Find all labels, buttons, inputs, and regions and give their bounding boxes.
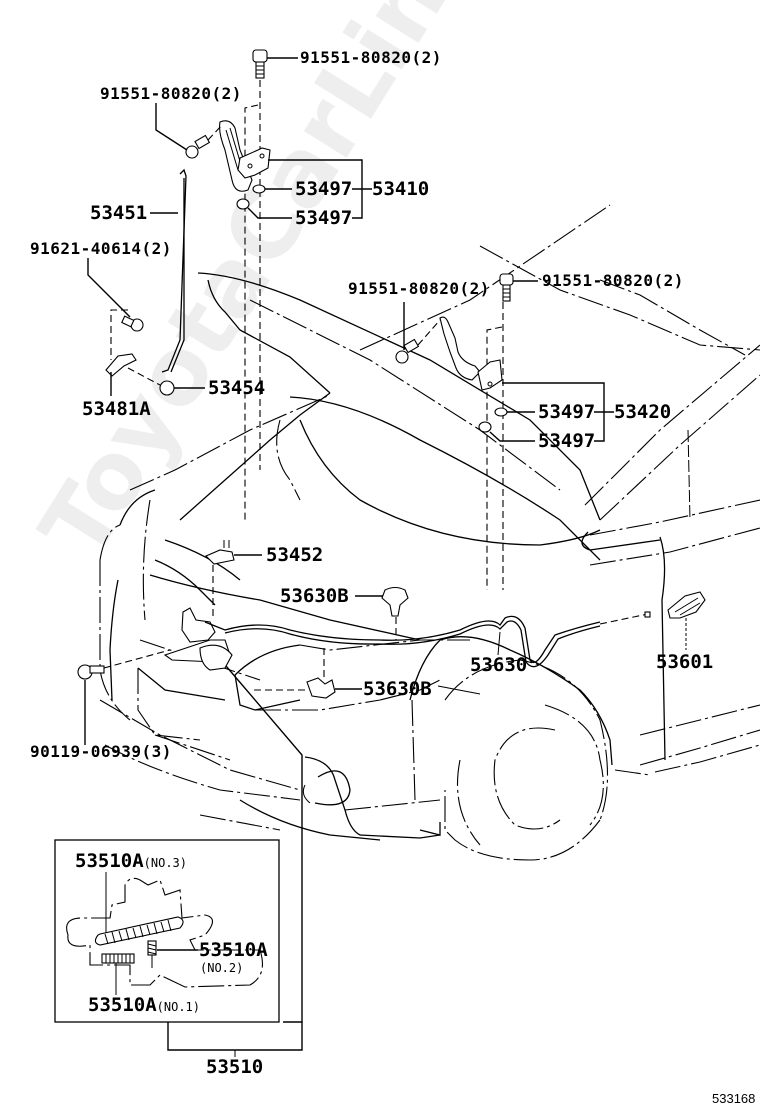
washer-icon <box>236 198 250 210</box>
label-screw-support: 91621-40614(2) <box>30 239 172 258</box>
bolt-icon <box>395 338 420 364</box>
label-spring-no1: 53510A(NO.1) <box>88 994 200 1016</box>
label-lock-assy: 53510 <box>206 1056 264 1078</box>
label-washer-l2: 53497 <box>295 207 353 229</box>
spring-no3-icon <box>94 916 184 946</box>
right-hood-hinge-group <box>395 273 614 590</box>
label-lock-striker: 53452 <box>266 544 324 566</box>
bolt-icon <box>499 273 514 302</box>
illustration-code: 533168 <box>712 1091 756 1106</box>
label-lock-bolt: 90119-06939(3) <box>30 742 172 761</box>
hood-lock-release-group <box>77 540 706 1023</box>
label-spring-no2-note: (NO.2) <box>200 961 244 975</box>
car-body-outline <box>99 204 760 861</box>
bolt-icon <box>252 49 268 79</box>
label-bolt-top: 91551-80820(2) <box>300 48 442 67</box>
label-spring-no2: 53510A <box>199 939 268 961</box>
washer-icon <box>494 407 508 417</box>
hood-support-rod <box>87 168 205 396</box>
inset-box <box>54 839 303 1057</box>
left-hood-hinge-group <box>155 49 372 520</box>
label-bolt-right-a: 91551-80820(2) <box>348 279 490 298</box>
label-hinge-l: 53410 <box>372 178 430 200</box>
bolt-icon <box>185 134 211 159</box>
bolt-icon <box>77 664 105 680</box>
label-cable-clamp-a: 53630B <box>280 585 349 607</box>
hood-lock-icon <box>181 607 216 643</box>
washer-icon <box>252 184 266 194</box>
clamp-icon <box>306 677 336 699</box>
label-bolt-left-hinge: 91551-80820(2) <box>100 84 242 103</box>
striker-icon <box>205 549 235 565</box>
label-support-bracket: 53481A <box>82 398 151 420</box>
screw-icon <box>121 315 144 332</box>
label-hinge-r: 53420 <box>614 401 672 423</box>
label-release-lever: 53601 <box>656 651 714 673</box>
label-washer-r2: 53497 <box>538 430 596 452</box>
label-washer-l1: 53497 <box>295 178 353 200</box>
label-hood-support: 53451 <box>90 202 148 224</box>
washer-icon <box>478 421 492 433</box>
label-cable-clamp-b: 53630B <box>363 678 432 700</box>
label-release-cable: 53630 <box>470 654 528 676</box>
label-spring-no3: 53510A(NO.3) <box>75 850 187 872</box>
label-washer-r1: 53497 <box>538 401 596 423</box>
clamp-icon <box>381 586 409 617</box>
label-bolt-right-b: 91551-80820(2) <box>542 271 684 290</box>
label-support-retainer: 53454 <box>208 377 266 399</box>
retainer-icon <box>159 380 175 396</box>
